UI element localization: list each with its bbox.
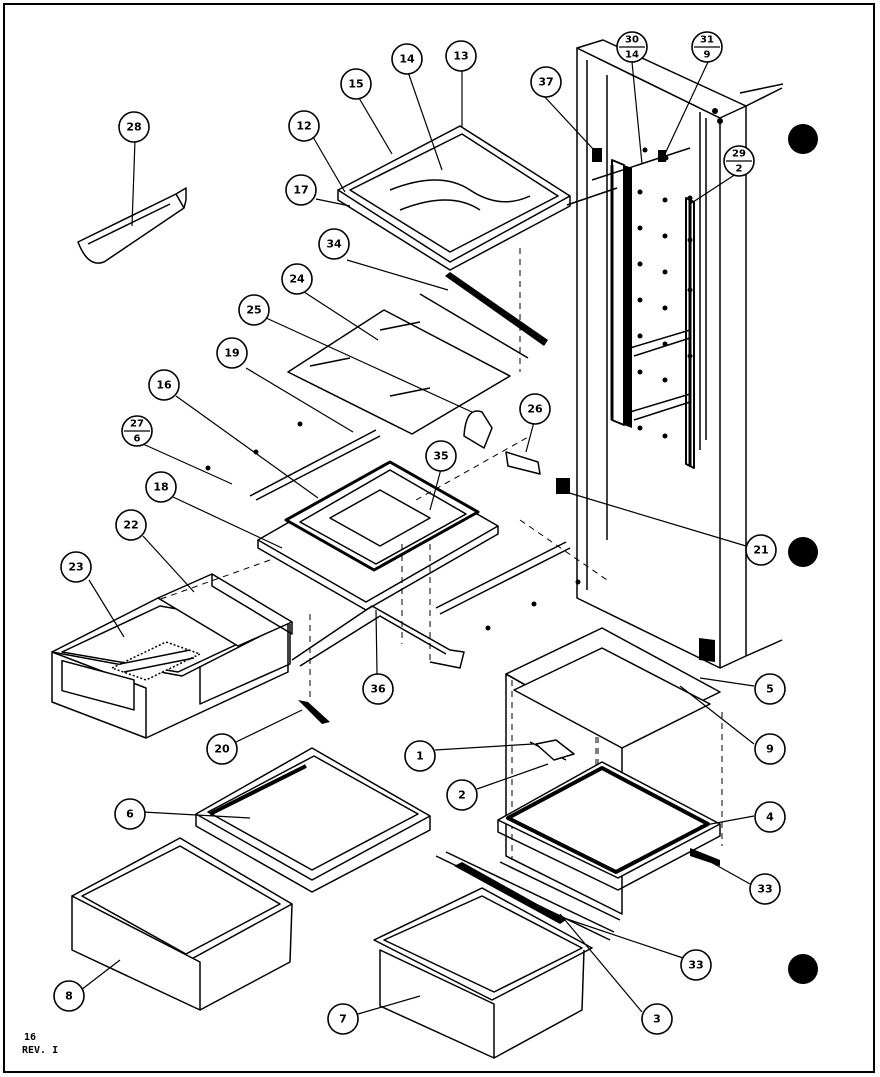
- crisper-cover-frame: [257, 460, 499, 611]
- callout-21: 21: [753, 544, 768, 557]
- callout-33-upper: 33: [757, 883, 772, 896]
- part-20-clip: [298, 700, 330, 724]
- callout-27-top: 27: [130, 419, 144, 430]
- callout-25: 25: [246, 304, 261, 317]
- callout-7: 7: [339, 1013, 347, 1026]
- drawing-border: [3, 3, 875, 1073]
- callout-31-top: 31: [700, 35, 714, 46]
- callout-20: 20: [214, 743, 230, 756]
- registration-dot: [788, 954, 818, 984]
- cabinet-liner: [576, 39, 783, 669]
- storage-bin-8: [71, 837, 293, 1011]
- callout-19: 19: [224, 347, 239, 360]
- support-brackets: [566, 83, 784, 421]
- fraction-bars: [124, 46, 752, 432]
- callout-16: 16: [156, 379, 172, 392]
- callout-14: 14: [399, 53, 415, 66]
- pan-4: [497, 741, 721, 891]
- callout-36: 36: [370, 683, 386, 696]
- callout-4: 4: [766, 811, 774, 824]
- callout-23: 23: [68, 561, 83, 574]
- callout-9: 9: [766, 743, 774, 756]
- callout-26: 26: [527, 403, 543, 416]
- top-glass-shelf: [337, 125, 571, 271]
- registration-dot: [788, 124, 818, 154]
- page-number: 16: [24, 1032, 36, 1043]
- callout-18: 18: [153, 481, 168, 494]
- mounting-screws: [205, 108, 723, 631]
- part-36-frame: [291, 605, 465, 669]
- crisper-drawer-22: [157, 573, 293, 705]
- shelf-ladder-left: [610, 159, 632, 428]
- callout-13: 13: [453, 50, 468, 63]
- callout-22: 22: [123, 519, 138, 532]
- callout-12: 12: [296, 120, 311, 133]
- callout-35: 35: [433, 450, 448, 463]
- callout-29-bottom: 2: [736, 164, 743, 175]
- callout-17: 17: [293, 184, 308, 197]
- part-21-clip: [556, 478, 570, 494]
- callout-28: 28: [126, 121, 141, 134]
- leader-lines: [80, 61, 755, 1015]
- callout-33-lower: 33: [688, 959, 703, 972]
- part-28-tray: [77, 187, 187, 264]
- part-31-clip: [658, 150, 666, 162]
- cabinet-foot: [699, 638, 715, 662]
- callout-31-bottom: 9: [704, 50, 711, 61]
- callout-37: 37: [538, 76, 553, 89]
- part-33-rails: [435, 848, 720, 941]
- shelf-ladder-right: [685, 197, 695, 469]
- callout-5: 5: [766, 683, 774, 696]
- registration-dot: [788, 537, 818, 567]
- callout-34: 34: [326, 238, 342, 251]
- support-rods: [249, 429, 571, 615]
- part-26-bracket: [463, 410, 541, 475]
- callout-1: 1: [416, 750, 424, 763]
- assembly-guides: [157, 248, 723, 860]
- callout-27-bottom: 6: [134, 434, 141, 445]
- callout-circles: [53, 31, 786, 1035]
- callout-3: 3: [653, 1013, 661, 1026]
- meat-keeper-housing-5: [505, 627, 721, 915]
- bottom-glass-shelf-6: [195, 747, 431, 893]
- revision-label: REV. I: [22, 1045, 58, 1056]
- callout-2: 2: [458, 789, 466, 802]
- part-1-clip: [535, 739, 575, 761]
- callout-8: 8: [65, 990, 73, 1003]
- part-34-rail: [419, 272, 548, 359]
- callout-24: 24: [289, 273, 305, 286]
- part-37-clip: [592, 148, 602, 162]
- callout-30-bottom: 14: [625, 50, 639, 61]
- callout-30-top: 30: [625, 35, 639, 46]
- callout-15: 15: [348, 78, 363, 91]
- storage-bin-7: [373, 887, 593, 1059]
- callout-6: 6: [126, 808, 134, 821]
- callout-29-top: 29: [732, 149, 746, 160]
